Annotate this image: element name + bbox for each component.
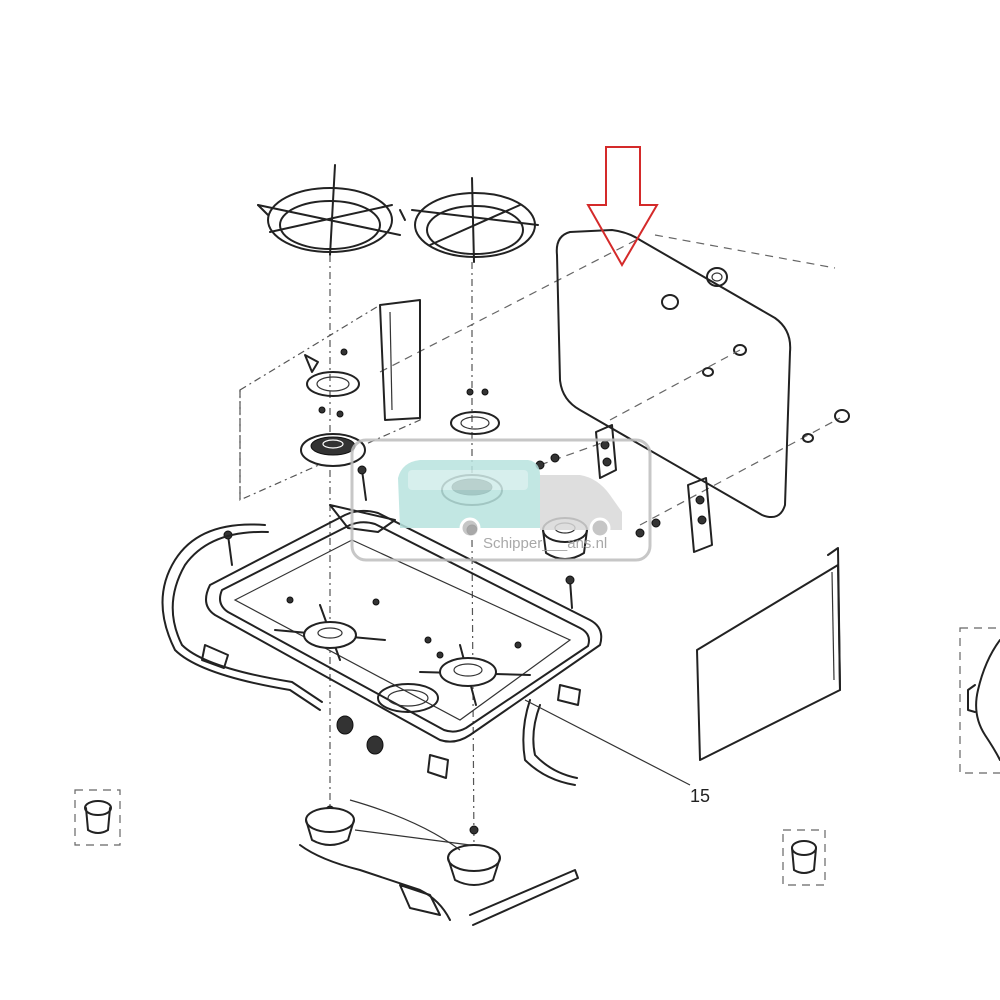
watermark-van-cabin: [398, 460, 540, 528]
burner-base-right: [419, 636, 531, 706]
watermark: Schipper___ans.nl: [350, 438, 652, 562]
burner-left: [300, 348, 366, 467]
watermark-van-body: [540, 475, 622, 530]
pan-support-right: [411, 177, 539, 263]
side-cover-panel: [696, 547, 841, 761]
lid-hinge-left: [535, 424, 617, 479]
hob-tray: [205, 504, 603, 743]
callout-15: 15: [524, 699, 710, 806]
burner-base-left: [274, 596, 386, 661]
detail-inset-edge: [959, 627, 1000, 774]
callout-15-label: 15: [690, 786, 710, 806]
back-panel-dashed: [239, 234, 836, 501]
lid-fasteners: [802, 409, 850, 443]
pan-support-left: [257, 164, 406, 256]
seal-cord: [161, 523, 578, 786]
detail-inset-right: [782, 829, 826, 886]
assembly-axes: [329, 255, 475, 851]
watermark-text: Schipper___ans.nl: [483, 535, 607, 552]
mounting-clamps: [201, 644, 581, 779]
support-plate: [379, 299, 421, 421]
gas-manifold: [299, 799, 579, 926]
detail-inset-left: [74, 789, 121, 846]
lid-hinge-right: [635, 477, 713, 553]
glass-lid-arrow: [586, 146, 659, 268]
